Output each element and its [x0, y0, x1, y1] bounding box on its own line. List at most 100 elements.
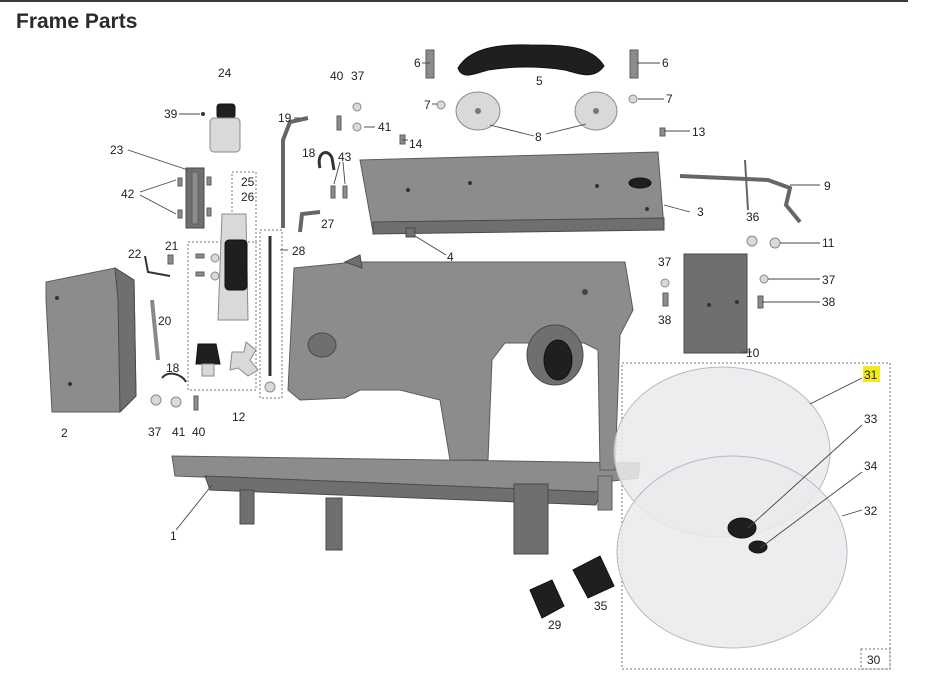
label-29: 29	[548, 618, 562, 632]
part-41-washer-top[interactable]	[352, 122, 362, 132]
label-31-highlight	[863, 366, 880, 382]
part-12-knob[interactable]	[195, 341, 259, 377]
label-23: 23	[110, 143, 124, 157]
label-32: 32	[864, 504, 878, 518]
label-26: 26	[241, 190, 255, 204]
part-21-screw[interactable]	[167, 254, 174, 265]
part-3-top-cover[interactable]	[359, 151, 665, 235]
label-19: 19	[278, 111, 292, 125]
part-6-screws[interactable]	[425, 49, 639, 79]
label-9: 9	[824, 179, 831, 193]
part-18-clip-bottom[interactable]	[161, 372, 187, 383]
label-18-bottom: 18	[166, 361, 180, 375]
part-18-lever-top[interactable]	[317, 151, 336, 171]
label-40-top: 40	[330, 69, 344, 83]
label-10: 10	[746, 346, 760, 360]
label-38-right: 38	[822, 295, 836, 309]
part-13-screw[interactable]	[659, 127, 666, 137]
label-42: 42	[121, 187, 135, 201]
label-21: 21	[165, 239, 179, 253]
label-37-top: 37	[351, 69, 365, 83]
label-24: 24	[218, 66, 232, 80]
label-38-left: 38	[658, 313, 672, 327]
label-37-bottom: 37	[148, 425, 162, 439]
part-9-winder-rod[interactable]	[679, 159, 802, 224]
part-34-nut[interactable]	[748, 540, 768, 554]
part-11-washer[interactable]	[769, 237, 781, 249]
part-22-wire[interactable]	[144, 255, 171, 277]
part-7-washers[interactable]	[436, 94, 638, 110]
part-2-face-cover[interactable]	[45, 267, 137, 414]
label-25: 25	[241, 175, 255, 189]
label-6-right: 6	[662, 56, 669, 70]
label-2: 2	[61, 426, 68, 440]
label-31: 31	[864, 368, 878, 382]
part-41-washer-bottom[interactable]	[170, 396, 182, 408]
label-22: 22	[128, 247, 142, 261]
part-33-knob[interactable]	[727, 517, 757, 539]
part-19-bent-rod[interactable]	[281, 116, 309, 228]
part-27-hook-rod[interactable]	[298, 210, 321, 233]
label-5: 5	[536, 74, 543, 88]
part-23-hinge[interactable]	[185, 167, 205, 229]
label-37-right: 37	[822, 273, 836, 287]
label-13: 13	[692, 125, 706, 139]
label-39: 39	[164, 107, 178, 121]
label-3: 3	[697, 205, 704, 219]
part-20-rod[interactable]	[150, 299, 160, 361]
label-33: 33	[864, 412, 878, 426]
label-14: 14	[409, 137, 423, 151]
label-18-top: 18	[302, 146, 316, 160]
label-41-bottom: 41	[172, 425, 186, 439]
part-30-group-box	[621, 362, 891, 670]
label-30: 30	[867, 653, 881, 667]
part-4-screw[interactable]	[405, 227, 416, 238]
label-40-bottom: 40	[192, 425, 206, 439]
part-43-screws[interactable]	[330, 185, 348, 199]
part-labels: 1 2 3 4 5 6 6 7 7 8 9 10 11 12 13 14 18 …	[61, 56, 881, 667]
page-title: Frame Parts	[16, 10, 138, 33]
part-37-washer-left[interactable]	[660, 278, 670, 288]
label-8: 8	[535, 130, 542, 144]
part-35-foot[interactable]	[572, 555, 615, 599]
part-42-screws[interactable]	[177, 176, 212, 219]
part-10-plate[interactable]	[683, 253, 748, 354]
part-28-group-box	[259, 229, 283, 399]
label-20: 20	[158, 314, 172, 328]
part-8-pads[interactable]	[455, 91, 618, 131]
part-37-washer-top[interactable]	[352, 102, 362, 112]
part-36-washer[interactable]	[746, 235, 758, 247]
label-35: 35	[594, 599, 608, 613]
label-12: 12	[232, 410, 246, 424]
part-37-washer-right[interactable]	[759, 274, 769, 284]
label-41-top: 41	[378, 120, 392, 134]
label-37-mid: 37	[658, 255, 672, 269]
label-6-left: 6	[414, 56, 421, 70]
part-5-handle[interactable]	[457, 44, 605, 76]
label-43: 43	[338, 150, 352, 164]
part-24-bulb-socket[interactable]	[209, 103, 241, 153]
part-32-disc-base[interactable]	[616, 455, 848, 649]
label-27: 27	[321, 217, 335, 231]
label-7-left: 7	[424, 98, 431, 112]
label-4: 4	[447, 250, 454, 264]
part-37-washer-bottom[interactable]	[150, 394, 162, 406]
part-40-screw-bottom[interactable]	[193, 395, 199, 411]
part-28-rod[interactable]	[264, 236, 276, 393]
part-14-screw[interactable]	[399, 134, 406, 145]
main-arm-casting[interactable]	[287, 254, 634, 471]
part-26-light-assembly[interactable]	[195, 213, 249, 321]
label-34: 34	[864, 459, 878, 473]
label-11: 11	[822, 236, 835, 250]
part-30-label-box	[860, 648, 891, 670]
label-36: 36	[746, 210, 760, 224]
label-7-right: 7	[666, 92, 673, 106]
part-1-bed-plate[interactable]	[171, 455, 641, 555]
part-29-foot[interactable]	[529, 579, 565, 619]
part-38-screw-left[interactable]	[662, 292, 669, 307]
leader-lines	[127, 62, 863, 549]
part-39-screw[interactable]	[201, 112, 205, 116]
part-40-screw-top[interactable]	[336, 115, 342, 131]
header-rule	[0, 0, 908, 2]
